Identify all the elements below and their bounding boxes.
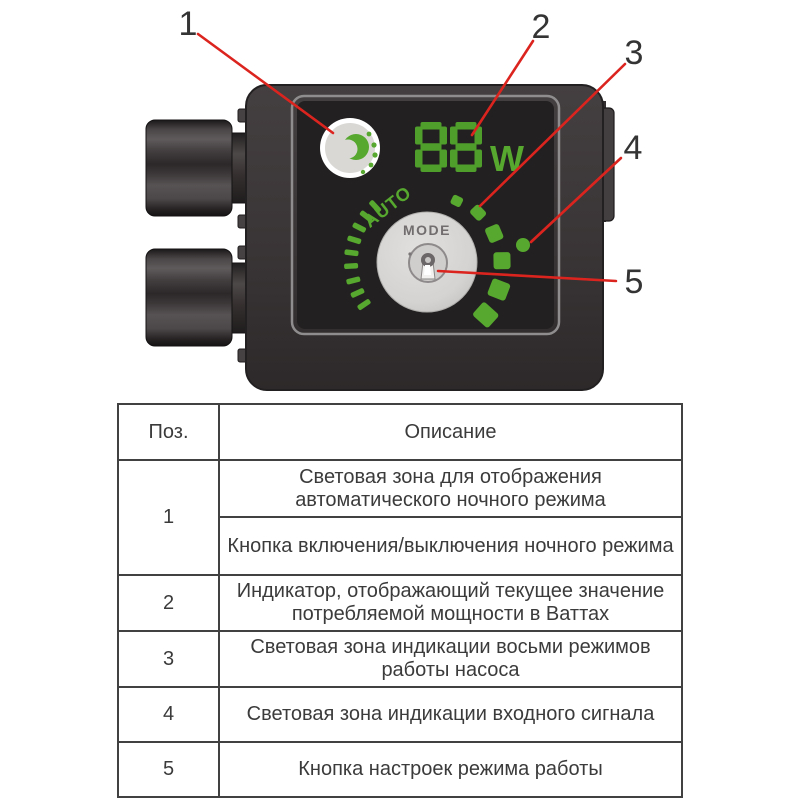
desc-cell-1a: Световая зона для отображения автоматиче… — [218, 459, 683, 518]
table-header-desc: Описание — [218, 403, 683, 461]
watt-display: 88 W — [415, 122, 524, 179]
callout-1: 1 — [179, 5, 198, 43]
device-illustration: 88 W AUTO — [145, 5, 644, 391]
desc-cell-2: Индикатор, отображающий текущее значение… — [218, 574, 683, 632]
mode-button: MODE — [376, 211, 478, 313]
pos-cell-5: 5 — [117, 741, 220, 798]
pos-cell-2: 2 — [117, 574, 220, 632]
callout-line-5 — [436, 269, 618, 283]
table-row: 5 Кнопка настроек режима работы — [117, 741, 683, 798]
callout-5: 5 — [625, 263, 644, 301]
desc-cell-5: Кнопка настроек режима работы — [218, 741, 683, 798]
input-signal-dot — [516, 238, 530, 252]
callout-line-4 — [529, 156, 623, 244]
table-header-pos: Поз. — [117, 403, 220, 461]
pos-cell-3: 3 — [117, 630, 220, 688]
table-row: 4 Световая зона индикации входного сигна… — [117, 686, 683, 743]
cable-gland-top — [145, 108, 255, 229]
table-row: 3 Световая зона индикации восьми режимов… — [117, 630, 683, 688]
callout-3: 3 — [625, 34, 644, 72]
callout-4: 4 — [624, 129, 643, 167]
callout-lines — [196, 32, 627, 283]
keyhole-icon — [420, 253, 436, 280]
night-mode-button — [320, 118, 380, 178]
desc-cell-3: Световая зона индикации восьми режимов р… — [218, 630, 683, 688]
pos-cell-4: 4 — [117, 686, 220, 743]
table-row: Кнопка включения/выключения ночного режи… — [118, 516, 683, 576]
description-table: Поз. Описание 1 Световая зона для отобра… — [117, 403, 683, 798]
table-row: 2 Индикатор, отображающий текущее значен… — [117, 574, 683, 632]
mode-wedges-arc — [450, 194, 511, 328]
mode-ticks-arc — [344, 200, 382, 310]
callout-numbers: 1 2 3 4 5 — [179, 5, 644, 301]
callout-2: 2 — [532, 8, 551, 46]
desc-cell-1b: Кнопка включения/выключения ночного режи… — [218, 516, 683, 576]
watt-unit-label: W — [490, 138, 524, 179]
callout-line-2 — [470, 39, 535, 137]
desc-cell-4: Световая зона индикации входного сигнала — [218, 686, 683, 743]
crescent-moon-icon — [338, 131, 378, 175]
cable-gland-bottom — [145, 245, 255, 363]
table-row: 1 Световая зона для отображения автомати… — [117, 459, 683, 576]
callout-line-3 — [478, 62, 627, 208]
device-figure: 88 W AUTO — [145, 5, 644, 391]
callout-line-1 — [196, 32, 335, 135]
mode-label: MODE — [403, 222, 451, 238]
table-header-row: Поз. Описание — [117, 403, 683, 461]
pos-cell-1: 1 — [117, 459, 220, 576]
